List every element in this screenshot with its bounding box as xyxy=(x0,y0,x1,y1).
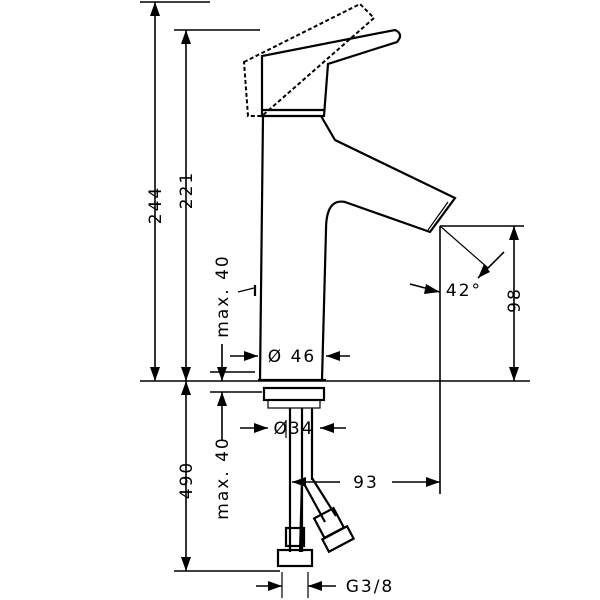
mounting-assembly xyxy=(262,386,356,568)
dim-overall-height: 244 xyxy=(146,186,166,224)
dim-outlet-height: 98 xyxy=(505,287,525,313)
dim-spout-reach: 93 xyxy=(353,473,379,493)
popup-rod xyxy=(237,285,257,296)
dim-hose-length: 490 xyxy=(177,461,197,499)
dim-connection-thread: G3/8 xyxy=(346,577,395,597)
dim-hole-diameter: Ø34 xyxy=(273,419,314,439)
dim-lever-offset: max. 40 xyxy=(213,254,233,337)
dimension-lines xyxy=(140,1,524,598)
dim-below-depth: max. 40 xyxy=(213,436,233,519)
dim-spout-top-height: 221 xyxy=(177,171,197,209)
dim-spray-angle: 42° xyxy=(446,281,482,301)
dim-base-diameter: Ø 46 xyxy=(268,347,316,367)
lever-handle xyxy=(242,2,402,118)
faucet-body xyxy=(258,115,457,382)
